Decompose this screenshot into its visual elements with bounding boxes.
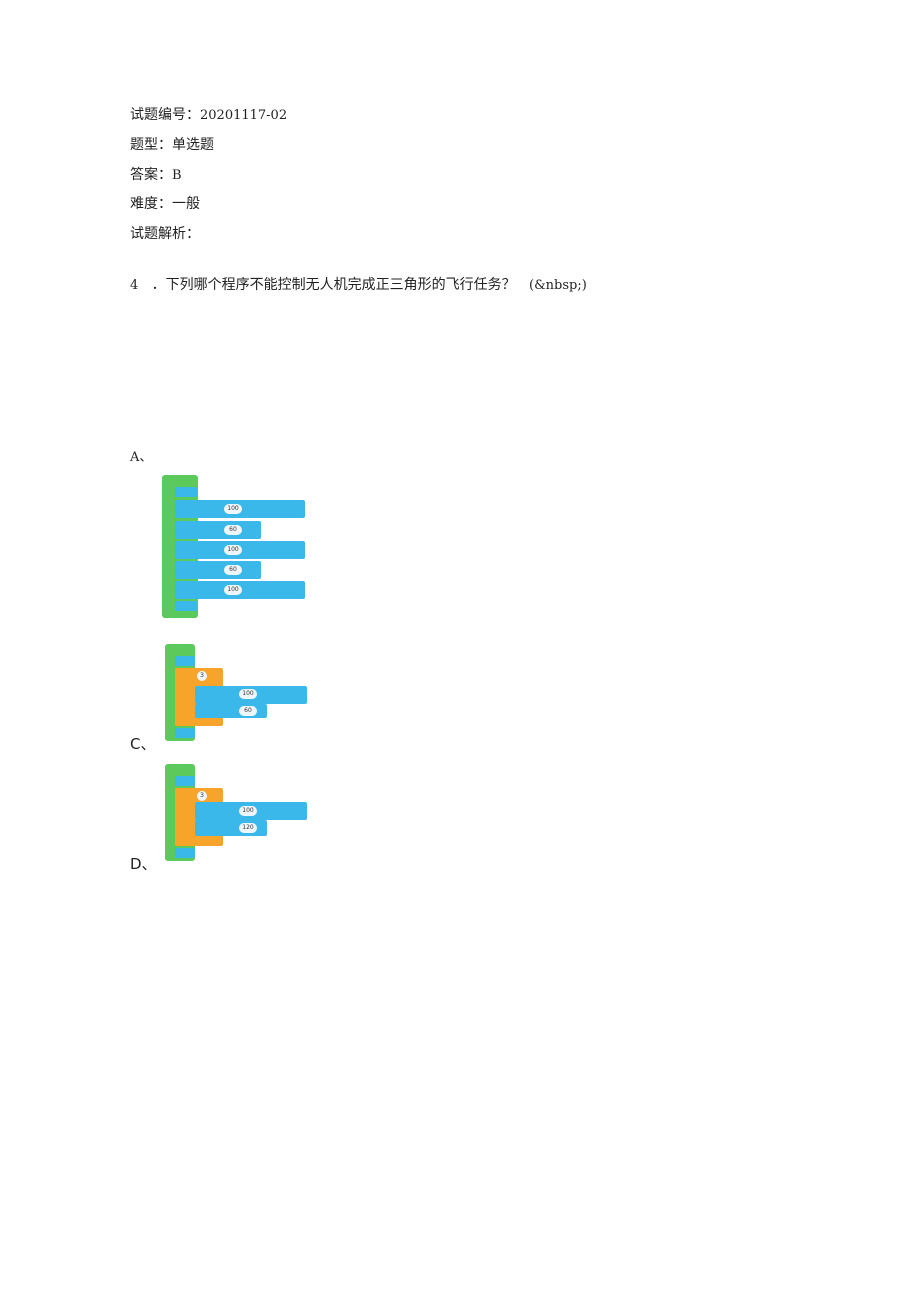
- question-id: 试题编号：20201117-02: [130, 107, 288, 123]
- option-c-label: C、: [130, 735, 156, 753]
- option-a-program: 100 60 100 60 100: [162, 475, 307, 620]
- option-d-program: 3 100 120: [165, 764, 310, 864]
- question-text: 4 ．下列哪个程序不能控制无人机完成正三角形的飞行任务？ (&nbsp;): [130, 277, 587, 293]
- question-type: 题型：单选题: [130, 137, 214, 153]
- difficulty: 难度：一般: [130, 196, 200, 212]
- option-c-program: 3 100 60: [165, 644, 310, 744]
- answer: 答案：B: [130, 167, 182, 183]
- option-a-label: A、: [130, 450, 153, 465]
- analysis: 试题解析：: [130, 226, 200, 242]
- option-d-label: D、: [130, 855, 157, 873]
